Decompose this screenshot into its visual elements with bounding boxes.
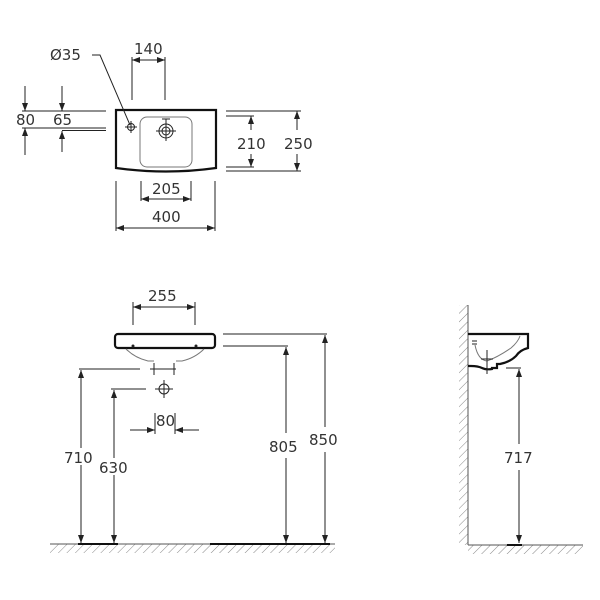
label-tap-to-drain: 140 [134,40,163,58]
top-view: Ø35 140 80 65 210 250 205 400 [16,40,313,231]
label-side-underside-height: 717 [504,449,533,467]
label-waste-height: 630 [99,459,128,477]
front-view: 255 80 710 630 805 850 [50,287,338,553]
side-view: 717 [459,305,583,554]
label-rim-height: 850 [309,431,338,449]
label-supply-height: 710 [64,449,93,467]
waste-outlet-icon [155,380,173,398]
basin-outline-front [113,332,217,350]
label-tap-offset: 65 [53,111,72,129]
label-underside-height: 805 [269,438,298,456]
bowl-outline [139,116,193,168]
wall-hatch [459,305,468,545]
pedestal-left [125,348,154,362]
label-waste-spacing: 80 [156,412,175,430]
leader-line [92,54,131,126]
pedestal-right [176,348,205,362]
basin-outline-top [114,108,218,173]
label-fixing-spacing: 255 [148,287,177,305]
drain-icon [156,118,176,141]
label-overall-depth: 250 [284,135,313,153]
floor-hatch [50,544,335,553]
basin-profile-side [468,332,530,371]
tap-hole-icon [125,121,137,133]
label-bowl-depth: 210 [237,135,266,153]
label-tap-hole-diameter: Ø35 [50,46,81,64]
label-rim-depth: 80 [16,111,35,129]
label-bowl-width: 205 [152,180,181,198]
floor-hatch-side [468,545,583,554]
label-overall-width: 400 [152,208,181,226]
